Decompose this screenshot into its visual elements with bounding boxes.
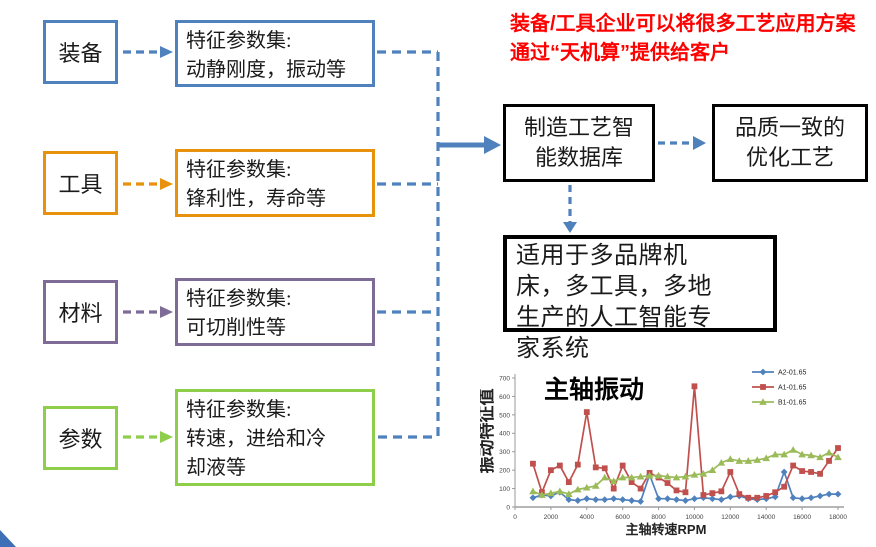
feature-title: 特征参数集: (186, 399, 292, 421)
svg-text:18000: 18000 (829, 514, 847, 521)
svg-text:0: 0 (506, 504, 510, 511)
feature-desc: 锋利性，寿命等 (186, 188, 326, 210)
svg-text:主轴转速RPM: 主轴转速RPM (626, 522, 707, 537)
svg-text:8000: 8000 (651, 514, 666, 521)
svg-text:0: 0 (513, 514, 517, 521)
source-label-material: 材料 (58, 301, 103, 326)
svg-text:14000: 14000 (757, 514, 775, 521)
svg-text:600: 600 (499, 394, 510, 401)
arrow-equipment-to-feature (123, 46, 173, 58)
feature-box-equipment: 特征参数集: 动静刚度，振动等 (175, 20, 375, 87)
quality-box-label: 品质一致的优化工艺 (734, 115, 845, 170)
vibration-chart: 0 100 200 300 400 500 600 700 0 2000 4000 6000 8000 1… (476, 356, 876, 546)
arrow-database-to-expert (563, 185, 577, 233)
svg-text:6000: 6000 (615, 514, 630, 521)
feature-title: 特征参数集: (186, 288, 292, 310)
vibration-chart-svg: 0 100 200 300 400 500 600 700 0 2000 4000 6000 8000 1… (476, 368, 847, 537)
svg-text:振动特征值: 振动特征值 (480, 389, 496, 474)
svg-text:主轴振动: 主轴振动 (544, 375, 644, 404)
svg-text:500: 500 (499, 412, 510, 419)
arrow-collector-to-database (438, 136, 501, 154)
source-label-equipment: 装备 (58, 41, 103, 66)
svg-text:16000: 16000 (793, 514, 811, 521)
svg-text:200: 200 (499, 468, 510, 475)
source-label-tool: 工具 (58, 172, 103, 197)
svg-text:B1-01.65: B1-01.65 (778, 399, 807, 406)
svg-text:100: 100 (499, 486, 510, 493)
source-box-parameter: 参数 (43, 406, 118, 470)
svg-text:2000: 2000 (544, 514, 559, 521)
svg-text:A2-01.65: A2-01.65 (778, 369, 807, 376)
red-annotation: 装备/工具企业可以将很多工艺应用方案通过“天机算”提供给客户 (510, 13, 856, 64)
quality-box: 品质一致的优化工艺 (712, 104, 868, 182)
feature-desc: 动静刚度，振动等 (186, 59, 346, 81)
feature-box-material: 特征参数集: 可切削性等 (175, 278, 375, 346)
feature-desc: 转速，进给和冷却液等 (186, 428, 326, 479)
source-box-equipment: 装备 (43, 20, 118, 84)
source-box-material: 材料 (43, 280, 118, 344)
expert-system-label: 适用于多品牌机床，多工具，多地生产的人工智能专家系统 (516, 243, 712, 362)
feature-title: 特征参数集: (186, 30, 292, 52)
database-box: 制造工艺智能数据库 (503, 104, 655, 182)
feature-box-tool: 特征参数集: 锋利性，寿命等 (175, 149, 375, 217)
database-box-label: 制造工艺智能数据库 (523, 115, 634, 170)
feature-desc: 可切削性等 (186, 317, 286, 339)
feature-box-parameter: 特征参数集: 转速，进给和冷却液等 (175, 389, 375, 486)
corner-decoration-shape (0, 530, 16, 547)
svg-text:700: 700 (499, 375, 510, 382)
arrow-parameter-to-feature (123, 431, 173, 443)
collector-lines (377, 50, 440, 439)
source-label-parameter: 参数 (58, 427, 103, 452)
svg-text:4000: 4000 (580, 514, 595, 521)
svg-text:400: 400 (499, 431, 510, 438)
arrow-material-to-feature (123, 306, 173, 318)
source-box-tool: 工具 (43, 151, 118, 215)
svg-text:10000: 10000 (685, 514, 703, 521)
arrow-tool-to-feature (123, 178, 173, 190)
arrow-database-to-quality (658, 136, 706, 150)
svg-text:12000: 12000 (721, 514, 739, 521)
svg-text:300: 300 (499, 449, 510, 456)
svg-text:A1-01.65: A1-01.65 (778, 384, 807, 391)
feature-title: 特征参数集: (186, 159, 292, 181)
expert-system-box: 适用于多品牌机床，多工具，多地生产的人工智能专家系统 (503, 235, 777, 362)
